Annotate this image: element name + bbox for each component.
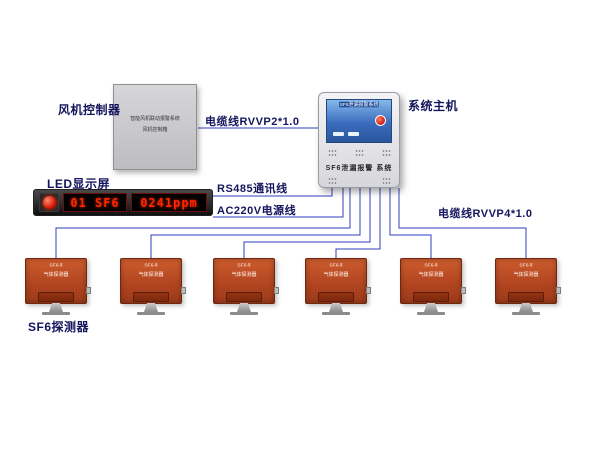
detector-name-text: 气体探测器 <box>418 271 444 278</box>
host-vent-grille <box>328 149 337 157</box>
cable-label-rvvp4: 电缆线RVVP4*1.0 <box>438 208 533 220</box>
host-screen: SF6泄漏报警系统 <box>326 99 392 143</box>
sf6-detector-unit-4: SF6-Ⅱ 气体探测器 <box>305 258 371 315</box>
detector-base <box>417 312 445 315</box>
detector-stand <box>329 303 343 312</box>
detector-stand <box>237 303 251 312</box>
detector-cable-gland <box>366 287 371 294</box>
wire-detector-5 <box>389 188 432 258</box>
detector-stand <box>49 303 63 312</box>
detector-model-text: SF6-Ⅱ <box>49 262 63 268</box>
detector-name-text: 气体探测器 <box>513 271 539 278</box>
cable-label-rs485: RS485通讯线 <box>217 183 288 195</box>
wire-detector-6 <box>398 188 527 258</box>
detector-stand <box>519 303 533 312</box>
fan-controller-text-line1: 智能风机联动报警系统 <box>130 115 180 122</box>
host-screen-title: SF6泄漏报警系统 <box>339 101 379 108</box>
sf6-detector-unit-1: SF6-Ⅱ 气体探测器 <box>25 258 91 315</box>
fan-controller-faceplate: 智能风机联动报警系统 风机控制箱 <box>114 115 196 137</box>
detector-base <box>322 312 350 315</box>
detector-model-text: SF6-Ⅱ <box>237 262 251 268</box>
sf6-detector-label: SF6探测器 <box>28 320 90 334</box>
detector-name-text: 气体探测器 <box>323 271 349 278</box>
sf6-detector-unit-6: SF6-Ⅱ 气体探测器 <box>495 258 561 315</box>
detector-model-text: SF6-Ⅱ <box>144 262 158 268</box>
sf6-detector-unit-2: SF6-Ⅱ 气体探测器 <box>120 258 186 315</box>
led-value-readout: 0241ppm <box>131 193 207 212</box>
detector-name-text: 气体探测器 <box>43 271 69 278</box>
detector-stand <box>144 303 158 312</box>
detector-name-text: 气体探测器 <box>231 271 257 278</box>
host-screen-button <box>333 132 344 136</box>
detector-cable-gland <box>181 287 186 294</box>
alarm-lamp-housing <box>39 193 59 212</box>
detector-cable-gland <box>274 287 279 294</box>
system-host-label: 系统主机 <box>408 99 459 113</box>
system-host-device: SF6泄漏报警系统 SF6泄漏报警 系统 <box>318 92 400 188</box>
host-vent-grille <box>382 177 391 185</box>
detector-stand <box>424 303 438 312</box>
sf6-detector-unit-3: SF6-Ⅱ 气体探测器 <box>213 258 279 315</box>
detector-model-text: SF6-Ⅱ <box>519 262 533 268</box>
wire-detector-3 <box>243 188 371 258</box>
alarm-lamp-icon <box>42 196 56 209</box>
detector-model-text: SF6-Ⅱ <box>424 262 438 268</box>
led-channel-readout: 01 SF6 <box>63 193 127 212</box>
cable-label-ac220v: AC220V电源线 <box>217 205 297 217</box>
detector-cable-gland <box>86 287 91 294</box>
detector-base <box>230 312 258 315</box>
fan-controller-text-line2: 风机控制箱 <box>142 126 168 133</box>
fan-controller-label: 风机控制器 <box>58 103 121 117</box>
host-screen-button <box>348 132 359 136</box>
detector-sensor-window <box>413 292 449 302</box>
host-vent-grille <box>328 177 337 185</box>
sf6-detector-unit-5: SF6-Ⅱ 气体探测器 <box>400 258 466 315</box>
detector-model-text: SF6-Ⅱ <box>329 262 343 268</box>
wire-detector-4 <box>335 188 381 258</box>
detector-sensor-window <box>318 292 354 302</box>
detector-cable-gland <box>556 287 561 294</box>
detector-name-text: 气体探测器 <box>138 271 164 278</box>
fan-controller-device: 智能风机联动报警系统 风机控制箱 <box>113 84 197 170</box>
detector-sensor-window <box>38 292 74 302</box>
detector-base <box>512 312 540 315</box>
detector-sensor-window <box>226 292 262 302</box>
host-logo-icon <box>375 115 386 126</box>
host-panel-text: SF6泄漏报警 系统 <box>325 165 393 172</box>
led-display-label: LED显示屏 <box>47 177 111 191</box>
host-vent-grille <box>355 149 364 157</box>
led-display-device: 01 SF6 0241ppm <box>33 189 213 216</box>
detector-base <box>42 312 70 315</box>
detector-base <box>137 312 165 315</box>
detector-sensor-window <box>508 292 544 302</box>
host-vent-grille <box>382 149 391 157</box>
detector-sensor-window <box>133 292 169 302</box>
detector-cable-gland <box>461 287 466 294</box>
cable-label-rvvp2: 电缆线RVVP2*1.0 <box>205 116 300 128</box>
